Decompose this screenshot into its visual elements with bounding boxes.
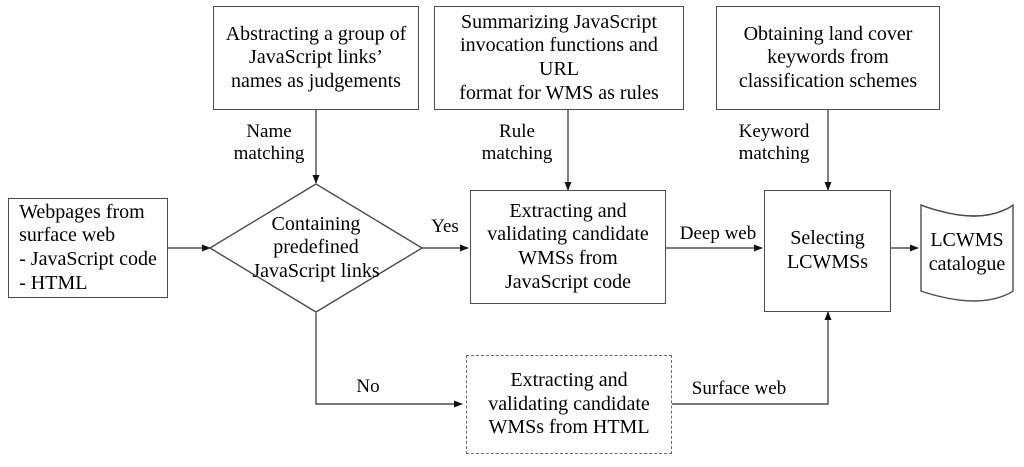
edge-label-keyword-matching: Keyword matching	[738, 121, 810, 164]
edge-label-surface-web: Surface web	[691, 378, 787, 399]
node-lcwms-catalogue[interactable]: LCWMS catalogue	[921, 205, 1013, 301]
node-summarizing[interactable]: Summarizing JavaScript invocation functi…	[434, 6, 684, 110]
node-extracting-js[interactable]: Extracting and validating candidate WMSs…	[470, 190, 666, 304]
edge-label-name-matching: Name matching	[233, 121, 305, 164]
node-obtaining-label: Obtaining land cover keywords from class…	[738, 22, 918, 92]
edge-label-rule-matching: Rule matching	[481, 121, 553, 164]
node-abstracting[interactable]: Abstracting a group of JavaScript links’…	[213, 6, 419, 110]
node-lcwms-catalogue-label: LCWMS catalogue	[928, 229, 1006, 275]
node-summarizing-label: Summarizing JavaScript invocation functi…	[459, 10, 659, 104]
node-selecting-lcwmss-label: Selecting LCWMSs	[786, 227, 869, 273]
node-webpages-label: Webpages from surface web - JavaScript c…	[19, 200, 157, 294]
node-selecting-lcwmss[interactable]: Selecting LCWMSs	[764, 190, 891, 312]
node-obtaining[interactable]: Obtaining land cover keywords from class…	[716, 6, 940, 110]
node-abstracting-label: Abstracting a group of JavaScript links’…	[225, 22, 407, 92]
node-extracting-html-label: Extracting and validating candidate WMSs…	[488, 369, 650, 439]
node-extracting-html[interactable]: Extracting and validating candidate WMSs…	[466, 355, 672, 454]
edge-label-no: No	[356, 376, 380, 397]
node-webpages[interactable]: Webpages from surface web - JavaScript c…	[8, 198, 168, 298]
node-containing-decision-label: Containing predefined JavaScript links	[252, 212, 380, 282]
edge-no	[315, 313, 463, 408]
node-extracting-js-label: Extracting and validating candidate WMSs…	[487, 199, 649, 293]
edge-label-yes: Yes	[431, 216, 459, 237]
node-containing-decision[interactable]: Containing predefined JavaScript links	[210, 184, 422, 312]
edge-label-deep-web: Deep web	[679, 223, 757, 244]
